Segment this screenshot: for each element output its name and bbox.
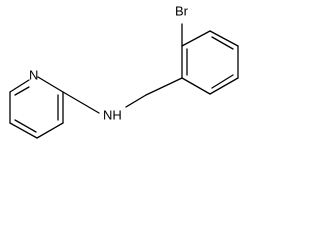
benzene-bond-5	[209, 77, 239, 95]
benzene-double-bond-2	[211, 36, 234, 50]
bromine-label: Br	[175, 3, 189, 18]
benzene-double-bond-3	[211, 74, 234, 89]
benzene-ring: Br	[175, 3, 239, 95]
pyridine-bond-c4-c5	[9, 122, 38, 139]
amine-nitrogen-label: NH	[103, 107, 122, 122]
pyridine-bond-c3-c4	[36, 122, 64, 139]
pyridine-ring: N	[9, 67, 64, 139]
bond-pyridine-to-nh	[62, 91, 100, 114]
benzene-bond-6	[181, 77, 211, 95]
molecule-diagram: N NH Br	[9, 3, 239, 139]
pyridine-double-bond-2	[14, 119, 37, 133]
amine-linker: NH	[62, 77, 183, 122]
structure-svg: N NH Br	[9, 3, 239, 139]
pyridine-nitrogen-label: N	[29, 67, 38, 82]
pyridine-double-bond-3	[14, 86, 30, 96]
pyridine-bond-c6-n	[9, 79, 30, 93]
benzene-bond-2	[181, 30, 211, 47]
pyridine-bond-n-c2	[37, 76, 64, 93]
benzene-bond-3	[209, 30, 239, 47]
bond-nh-to-ch2	[125, 94, 147, 108]
bond-ch2-to-benzene	[145, 77, 183, 96]
